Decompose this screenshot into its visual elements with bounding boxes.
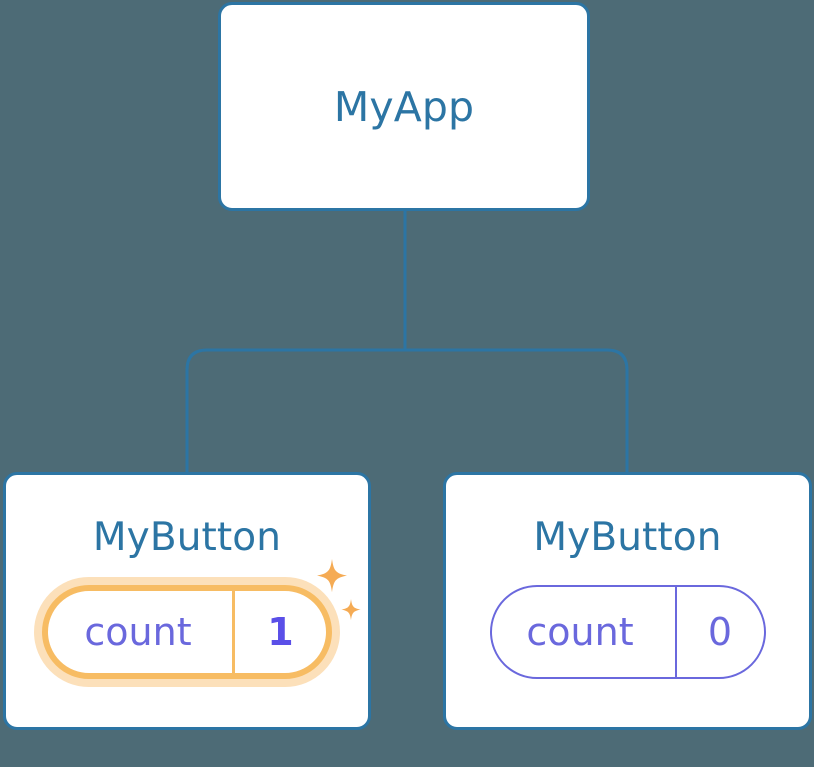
state-pill-wrapper: count 1 [42, 559, 361, 679]
sparkle-large-icon [317, 559, 347, 593]
state-pill-wrapper: count 0 [489, 585, 766, 679]
node-title: MyApp [333, 82, 475, 131]
node-mybutton-left[interactable]: MyButton count 1 [3, 472, 371, 730]
state-value: 1 [232, 591, 326, 673]
node-mybutton-right[interactable]: MyButton count 0 [443, 472, 812, 730]
node-myapp[interactable]: MyApp [218, 2, 590, 211]
state-pill-highlighted[interactable]: count 1 [42, 585, 332, 679]
diagram-canvas: MyApp MyButton count 1 MyButton [3, 2, 812, 730]
state-key: count [526, 610, 634, 654]
state-key: count [84, 610, 192, 654]
state-value: 0 [674, 587, 764, 677]
sparkle-small-icon [341, 599, 361, 621]
node-title: MyButton [533, 515, 722, 560]
node-title: MyButton [92, 515, 282, 560]
edge-branch-bar [185, 348, 629, 472]
state-pill[interactable]: count 0 [489, 585, 766, 679]
